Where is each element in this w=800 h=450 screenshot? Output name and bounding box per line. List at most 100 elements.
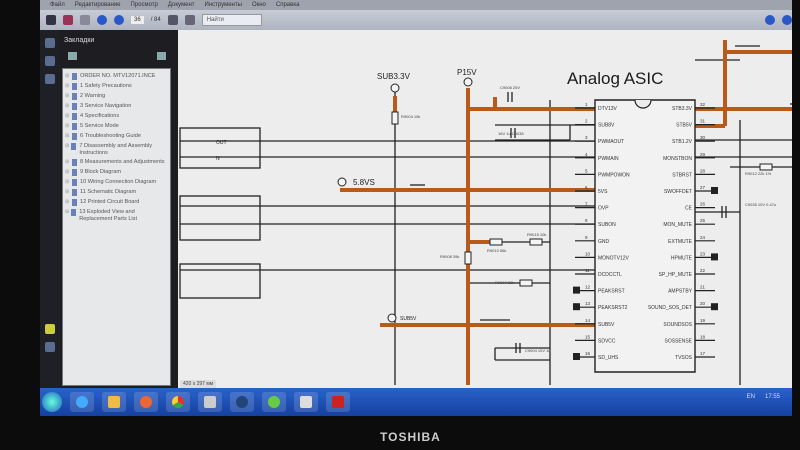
pin-label: MONSTBON — [663, 156, 692, 162]
pin-label: CE — [685, 206, 693, 212]
app-icon[interactable] — [198, 392, 222, 412]
utorrent-icon[interactable] — [262, 392, 286, 412]
expand-icon[interactable]: ⊞ — [65, 73, 70, 79]
bookmark-item[interactable]: ⊞ 9 Block Diagram — [65, 169, 168, 177]
hand-icon[interactable] — [80, 15, 90, 25]
pin-label: SOSSENSE — [664, 338, 692, 344]
zoom-in-button[interactable] — [782, 15, 792, 25]
pin-number: 27 — [700, 185, 706, 190]
attachments-icon[interactable] — [45, 74, 55, 84]
pin-number: 9 — [585, 235, 588, 240]
bookmarks-icon[interactable] — [45, 56, 55, 66]
pin-number: 14 — [585, 318, 591, 323]
bookmark-item[interactable]: ⊞6 Troubleshooting Guide — [65, 133, 168, 140]
bookmark-item[interactable]: ⊞10 Wiring Connection Diagram — [65, 179, 168, 187]
bookmark-item[interactable]: ⊞ 5 Service Mode — [65, 123, 168, 130]
menu-item[interactable]: Справка — [275, 2, 300, 8]
pin-label: PWMAIN — [598, 156, 619, 162]
share-icon[interactable] — [63, 15, 73, 25]
next-page-button[interactable] — [114, 15, 124, 25]
expand-icon[interactable]: ⊞ — [65, 179, 70, 186]
chrome-icon[interactable] — [166, 392, 190, 412]
media-player-icon[interactable] — [134, 392, 158, 412]
pin-number: 20 — [700, 301, 706, 306]
menu-item[interactable]: Файл — [50, 2, 65, 8]
chip-title: Analog ASIC — [567, 69, 663, 88]
bookmark-icon — [71, 209, 77, 217]
bookmark-item[interactable]: ⊞4 Specifications — [65, 113, 168, 120]
expand-icon[interactable]: ⊞ — [65, 113, 70, 119]
bookmark-icon — [72, 103, 77, 110]
expand-icon[interactable]: ⊞ — [65, 169, 70, 176]
pin-number: 18 — [700, 334, 706, 339]
net-label-sub33: SUB3.3V — [377, 72, 411, 81]
menu-item[interactable]: Редактирование — [74, 2, 121, 8]
prev-page-button[interactable] — [97, 15, 107, 25]
pin-number: 10 — [585, 251, 591, 256]
pin-number: 17 — [700, 351, 706, 356]
menu-item[interactable]: Инструменты — [204, 2, 242, 8]
pin-number: 1 — [585, 102, 588, 107]
bookmark-item[interactable]: ⊞2 Warning — [65, 93, 168, 100]
clock[interactable]: 17:55 — [764, 394, 780, 400]
expand-icon[interactable]: ⊞ — [65, 143, 70, 149]
bookmark-icon — [72, 169, 77, 177]
delete-bookmark-icon[interactable] — [157, 52, 166, 60]
port-marker — [711, 253, 718, 261]
expand-icon[interactable]: ⊞ — [65, 123, 70, 129]
bookmark-label: 9 Block Diagram — [80, 169, 122, 176]
expand-icon[interactable]: ⊞ — [65, 103, 70, 109]
app-icon[interactable] — [294, 392, 318, 412]
zoom-out-button[interactable] — [765, 15, 775, 25]
menu-item[interactable]: Документ — [167, 2, 195, 8]
pdf-reader-icon[interactable] — [326, 392, 350, 412]
pin-label: EXTMUTE — [668, 239, 693, 245]
menu-item[interactable]: Окно — [251, 2, 266, 8]
pages-icon[interactable] — [45, 38, 55, 48]
bookmark-item[interactable]: ⊞1 Safety Precautions — [65, 83, 168, 90]
fullscreen-icon[interactable] — [184, 15, 195, 25]
pin-number: 8 — [585, 218, 588, 223]
pin-label: DCDCCTL — [598, 272, 622, 278]
print-icon[interactable] — [46, 15, 56, 25]
pin-number: 32 — [700, 102, 706, 107]
ie-icon[interactable] — [70, 392, 94, 412]
bookmark-item[interactable]: ⊞8 Measurements and Adjustments — [65, 159, 168, 167]
menu-item[interactable]: Просмотр — [130, 2, 158, 8]
bookmark-item[interactable]: ⊞12 Printed Circuit Board — [65, 199, 168, 207]
fit-page-icon[interactable] — [167, 15, 178, 25]
start-button[interactable] — [42, 392, 62, 412]
attach-icon[interactable] — [45, 342, 55, 352]
expand-icon[interactable]: ⊞ — [65, 93, 70, 99]
page-number-input[interactable]: 36 — [131, 16, 144, 24]
bookmark-item[interactable]: ⊞11 Schematic Diagram — [65, 189, 168, 197]
find-input[interactable]: Найти — [201, 14, 262, 26]
comment-icon[interactable] — [45, 324, 55, 334]
pin-label: PEAKSRST — [598, 289, 625, 295]
options-icon[interactable] — [68, 52, 77, 60]
expand-icon[interactable]: ⊞ — [65, 189, 70, 196]
toolbar: 36 / 84 Найти — [40, 10, 792, 30]
globe-icon[interactable] — [230, 392, 254, 412]
bookmark-label: 7 Disassembly and Assembly Instructions — [79, 143, 153, 156]
resistor-label: R9015 10k — [527, 232, 546, 237]
expand-icon[interactable]: ⊞ — [65, 133, 70, 139]
language-indicator[interactable]: EN — [746, 394, 755, 400]
expand-icon[interactable]: ⊞ — [65, 199, 70, 206]
bookmark-label: ORDER NO. MTV12071.INCE — [80, 73, 156, 79]
port-marker — [711, 303, 718, 311]
stub-label: OUT — [216, 140, 227, 146]
bookmark-label: 5 Service Mode — [80, 123, 119, 129]
bookmark-item[interactable]: ⊞ 13 Exploded View and Replacement Parts … — [65, 209, 168, 222]
expand-icon[interactable]: ⊞ — [65, 209, 70, 216]
page-size-readout: 420 x 297 мм — [180, 380, 217, 388]
pin-number: 29 — [700, 152, 706, 157]
bookmark-item[interactable]: ⊞3 Service Navigation — [65, 103, 168, 110]
bookmark-item[interactable]: ⊞ 7 Disassembly and Assembly Instructions — [65, 143, 168, 156]
bookmark-label: 13 Exploded View and Replacement Parts L… — [79, 209, 138, 222]
expand-icon[interactable]: ⊞ — [65, 83, 70, 89]
explorer-icon[interactable] — [102, 392, 126, 412]
expand-icon[interactable]: ⊞ — [65, 159, 70, 166]
pin-number: 12 — [585, 285, 591, 290]
bookmark-item[interactable]: ⊞ ORDER NO. MTV12071.INCE — [65, 73, 168, 80]
